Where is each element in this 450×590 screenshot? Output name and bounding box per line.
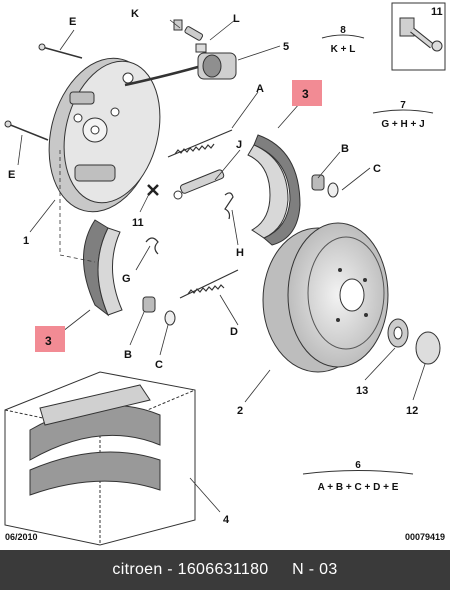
hub-cap <box>415 331 441 365</box>
callout-11-box: 11 <box>431 6 443 18</box>
hold-down-spring-upper <box>311 174 339 198</box>
callout-J: J <box>236 139 242 151</box>
brake-exploded-diagram: E E 1 K L 5 A 3 J B C 11 H G 3 B C D 2 1… <box>4 2 446 546</box>
callout-13: 13 <box>356 385 368 397</box>
callout-4: 4 <box>223 514 230 526</box>
callout-L: L <box>233 13 240 25</box>
spring-h <box>224 192 234 220</box>
svg-text:A + B + C + D + E: A + B + C + D + E <box>318 482 399 493</box>
callout-5: 5 <box>283 41 289 53</box>
spring-d <box>179 269 239 299</box>
callout-B-bottom: B <box>124 349 132 361</box>
kit-6: 6 A + B + C + D + E <box>302 460 414 493</box>
svg-text:6: 6 <box>355 460 361 471</box>
wheel-bearing <box>387 318 409 348</box>
part-caption: citroen - 1606631180 N - 03 <box>112 561 338 578</box>
wheel-cylinder <box>195 43 237 80</box>
part-caption-bar: citroen - 1606631180 N - 03 <box>0 550 450 590</box>
highlight-box-3-top <box>292 80 322 106</box>
brake-shoe-upper <box>247 134 301 246</box>
callout-C-bottom: C <box>155 359 163 371</box>
bolt-11 <box>399 17 443 52</box>
callout-G: G <box>122 273 131 285</box>
svg-text:7: 7 <box>400 100 406 111</box>
brake-drum <box>262 222 389 373</box>
callout-A: A <box>256 83 264 95</box>
adjuster-j <box>173 169 225 200</box>
diagram-date: 06/2010 <box>5 532 38 542</box>
bolt-lower <box>4 120 49 141</box>
callout-D: D <box>230 326 238 338</box>
callout-2: 2 <box>237 405 243 417</box>
highlight-box-3-bottom <box>35 326 65 352</box>
shoe-kit-box <box>4 371 196 546</box>
callout-E-top: E <box>69 16 76 28</box>
callout-H: H <box>236 247 244 259</box>
callout-1: 1 <box>23 235 29 247</box>
svg-text:G + H + J: G + H + J <box>381 119 424 130</box>
clip-g <box>145 237 159 255</box>
brake-shoe-lower <box>83 219 123 317</box>
spring-a <box>167 129 233 158</box>
callout-3-bottom: 3 <box>45 334 52 348</box>
callout-12: 12 <box>406 405 418 417</box>
backing-plate <box>48 57 161 213</box>
callout-E-left: E <box>8 169 15 181</box>
callout-K: K <box>131 8 139 20</box>
callout-11-left: 11 <box>132 217 144 229</box>
callout-C-top: C <box>373 163 381 175</box>
hold-down-spring-lower <box>142 296 176 326</box>
bolt-upper <box>38 43 83 59</box>
svg-text:K + L: K + L <box>331 44 356 55</box>
svg-text:8: 8 <box>340 25 346 36</box>
callout-B-top: B <box>341 143 349 155</box>
callout-3-top: 3 <box>302 87 309 101</box>
kit-7: 7 G + H + J <box>372 100 434 130</box>
diagram-reference: 00079419 <box>404 532 445 542</box>
kit-8: 8 K + L <box>321 25 365 55</box>
bleed-screw <box>173 19 204 41</box>
